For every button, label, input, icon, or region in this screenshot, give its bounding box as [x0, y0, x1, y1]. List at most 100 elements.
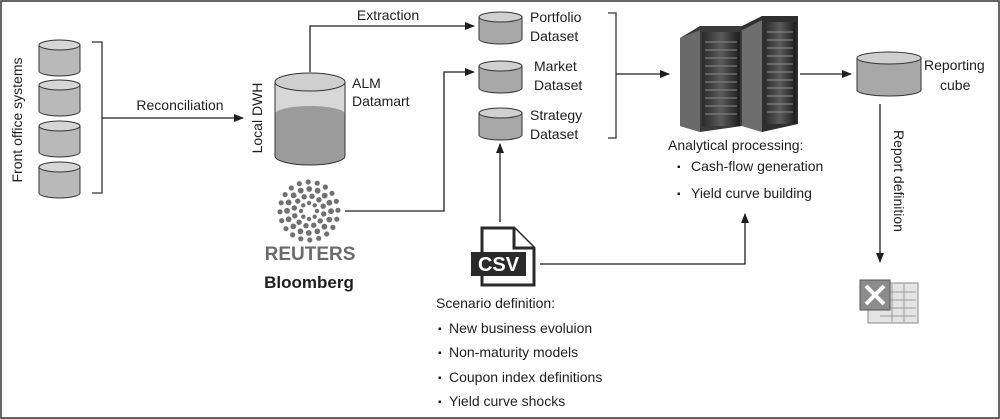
- bloomberg-label: Bloomberg: [264, 273, 354, 292]
- reporting-line2: cube: [940, 77, 971, 93]
- front-office-db-1: [38, 39, 81, 77]
- reuters-logo-dot: [278, 200, 284, 206]
- reuters-logo-dot: [301, 214, 306, 219]
- strategy-dataset-line2: Dataset: [530, 126, 578, 142]
- reuters-logo-dot: [311, 222, 317, 228]
- reuters-logo-dot: [334, 216, 340, 222]
- reuters-logo-dot: [335, 207, 341, 213]
- front-office-bracket: [92, 41, 103, 194]
- reuters-logo-dot: [288, 185, 294, 191]
- reuters-logo-dot: [321, 211, 327, 217]
- excel-file-icon: [859, 279, 919, 324]
- reuters-logo-dot: [333, 198, 339, 204]
- alm-label-line2: Datamart: [352, 93, 410, 109]
- reuters-logo-dot: [317, 218, 323, 224]
- reuters-logo-dot: [301, 203, 306, 208]
- reuters-logo-dot: [321, 192, 328, 199]
- front-office-db-2: [38, 79, 81, 117]
- reuters-logo-dot: [328, 208, 334, 215]
- reporting-line1: Reporting: [924, 57, 985, 73]
- reuters-logo-dot: [290, 192, 297, 199]
- portfolio-dataset-line1: Portfolio: [530, 9, 582, 25]
- portfolio-dataset-cylinder: [478, 11, 523, 45]
- reuters-logo-dot: [292, 213, 298, 219]
- csv-label: CSV: [478, 254, 520, 276]
- front-office-label: Front office systems: [9, 57, 25, 182]
- reuters-logo-dot: [277, 209, 283, 215]
- reuters-logo-dot: [320, 203, 326, 209]
- reuters-logo-dot: [330, 224, 336, 230]
- scenario-item-3: Coupon index definitions: [449, 369, 602, 385]
- analytics-item-2: Yield curve building: [691, 185, 812, 201]
- strategy-dataset-cylinder: [478, 107, 523, 141]
- reuters-logo-dot: [306, 186, 313, 192]
- portfolio-dataset-line2: Dataset: [530, 28, 578, 44]
- report-definition-label: Report definition: [891, 130, 907, 232]
- reuters-logo-dot: [298, 236, 304, 242]
- front-office-db-4: [38, 161, 81, 199]
- analytics-bullet-1: ▪: [677, 162, 681, 173]
- alm-datamart-cylinder: [274, 72, 346, 166]
- scenario-item-1: New business evoluion: [449, 320, 592, 336]
- reuters-logo-dot: [305, 179, 311, 185]
- reuters-logo-dot: [312, 203, 317, 208]
- reuters-logo-dot: [324, 231, 330, 237]
- reuters-logo-dot: [285, 216, 292, 223]
- reuters-logo-dot: [303, 223, 309, 229]
- reuters-logo-dot: [298, 208, 304, 214]
- reuters-logo-dot: [306, 216, 312, 222]
- market-dataset-cylinder: [478, 60, 523, 94]
- reuters-logo-dot: [314, 228, 321, 235]
- reuters-logo-dot: [301, 194, 307, 200]
- csv-to-analytics-arrow: [540, 213, 749, 265]
- reuters-logo-dot: [290, 223, 297, 230]
- server-rack-icon: [680, 16, 798, 132]
- scenario-bullet-3: ▪: [438, 373, 442, 384]
- reuters-logo-dot: [307, 237, 313, 243]
- market-dataset-line1: Market: [534, 58, 577, 74]
- strategy-dataset-line1: Strategy: [530, 107, 582, 123]
- reporting-cube-cylinder: [856, 51, 922, 97]
- reuters-logo-dot: [279, 218, 285, 224]
- reuters-logo-dot: [329, 190, 335, 196]
- scenario-bullet-4: ▪: [438, 397, 442, 408]
- analytics-title: Analytical processing:: [668, 137, 803, 153]
- extraction-label: Extraction: [357, 7, 419, 23]
- extraction-arrow: [309, 22, 475, 72]
- local-dwh-label: Local DWH: [249, 83, 265, 154]
- reuters-logo-dot: [296, 181, 302, 187]
- reuters-logo-dot: [314, 187, 321, 194]
- reuters-logo-dot: [285, 199, 292, 206]
- reuters-logo-dot: [312, 214, 317, 219]
- scenario-item-2: Non-maturity models: [449, 344, 578, 360]
- reuters-logo-dot: [290, 232, 296, 238]
- scenario-item-4: Yield curve shocks: [449, 393, 565, 409]
- scenario-bullet-1: ▪: [438, 324, 442, 335]
- reuters-logo-dot: [305, 230, 312, 236]
- market-dataset-line2: Dataset: [534, 77, 582, 93]
- front-office-db-3: [38, 120, 81, 158]
- reuters-logo-dot: [309, 193, 315, 199]
- scenario-title: Scenario definition:: [436, 295, 555, 311]
- scenario-bullet-2: ▪: [438, 348, 442, 359]
- reuters-logo-dot: [295, 198, 301, 204]
- reuters-logo-dot: [306, 200, 312, 206]
- reuters-logo-dot: [326, 216, 333, 223]
- reuters-logo-icon: [277, 179, 341, 243]
- alm-label-line1: ALM: [352, 75, 381, 91]
- reuters-logo-dot: [297, 187, 304, 194]
- reuters-logo-dot: [326, 199, 333, 206]
- reuters-logo-dot: [297, 228, 304, 235]
- analytics-item-1: Cash-flow generation: [691, 158, 823, 174]
- reuters-logo-dot: [282, 192, 288, 198]
- csv-file-icon: CSV: [471, 226, 536, 287]
- reuters-logo-dot: [314, 208, 320, 214]
- reuters-logo-dot: [291, 205, 297, 211]
- reuters-logo-dot: [283, 226, 289, 232]
- reuters-logo-dot: [316, 197, 322, 203]
- reuters-logo-dot: [321, 223, 328, 230]
- reuters-logo-dot: [296, 219, 302, 225]
- reuters-logo-dot: [322, 184, 328, 190]
